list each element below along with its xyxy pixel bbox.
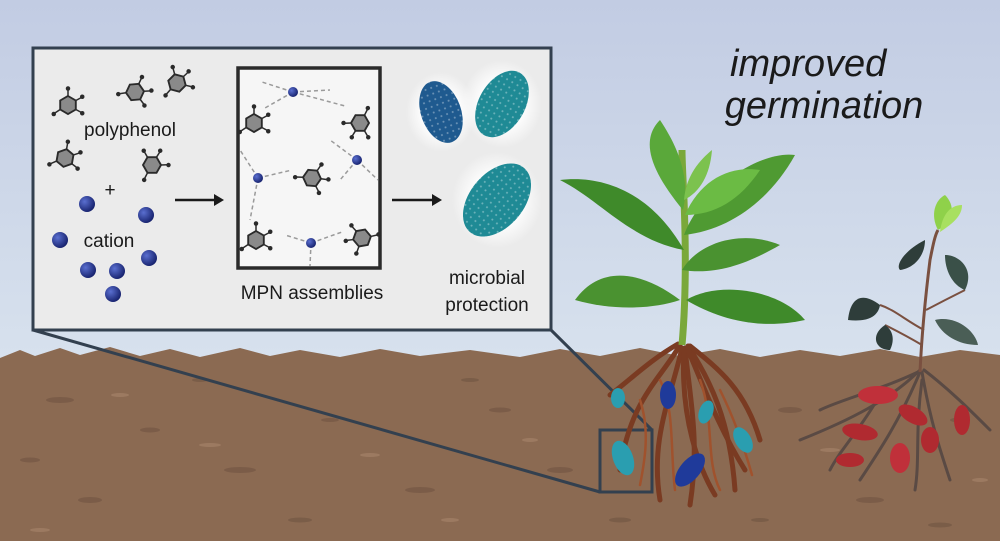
leaf [684, 150, 712, 200]
mpn-assemblies-label: MPN assemblies [240, 283, 384, 304]
coated-microbe [675, 453, 705, 487]
diseased-roots [798, 368, 992, 492]
microbial-label: microbial [448, 268, 526, 289]
arrow-to-assembly [175, 194, 224, 206]
protection-label: protection [445, 295, 529, 316]
cation-label: cation [83, 231, 135, 252]
plus-sign: + [104, 180, 116, 201]
mpn-assembly-network [236, 66, 384, 270]
coated-microbes [406, 60, 542, 248]
leaf [575, 275, 680, 308]
coated-microbe [660, 381, 676, 409]
healthy-plant [560, 120, 805, 508]
coated-microbe [733, 427, 753, 453]
healthy-stem [678, 149, 689, 346]
pathogens [836, 386, 970, 473]
leaf [682, 238, 780, 272]
arrow-to-protection [392, 194, 442, 206]
soil-highlights [30, 393, 988, 532]
cation-spheres [52, 196, 157, 302]
coated-microbe [611, 388, 625, 408]
cation-sphere [141, 250, 157, 266]
cation-sphere [105, 286, 121, 302]
wilted-leaf [935, 319, 978, 345]
coated-microbe [611, 440, 635, 476]
healthy-leaves [560, 120, 805, 324]
wilted-leaf [898, 240, 925, 270]
cation-sphere [80, 262, 96, 278]
leaf [649, 120, 686, 210]
pathogen [858, 386, 898, 404]
leaf [686, 289, 805, 324]
leaf [685, 169, 760, 215]
pathogen [898, 404, 928, 426]
soil [0, 347, 1000, 541]
cation-sphere [109, 263, 125, 279]
sprout-leaf [940, 205, 962, 232]
pathogen [954, 405, 970, 435]
cation-sphere [138, 207, 154, 223]
wilted-leaf [875, 325, 893, 350]
diseased-leaves [848, 195, 978, 350]
leaf [684, 154, 795, 235]
title-line-2: germination [724, 85, 924, 127]
title-line-1: improved [730, 43, 887, 85]
polyphenol-label: polyphenol [84, 120, 176, 141]
coated-microbe [698, 400, 714, 424]
diseased-stem [918, 229, 940, 373]
cation-sphere [79, 196, 95, 212]
root-microbes [611, 381, 753, 487]
wilted-leaf [945, 255, 969, 290]
pathogen [842, 423, 878, 441]
wilted-leaf [848, 297, 880, 321]
cation-sphere [52, 232, 68, 248]
pathogen [836, 453, 864, 467]
leaf [560, 179, 684, 250]
pathogen [890, 443, 910, 473]
diseased-plant [798, 195, 992, 492]
pathogen [921, 427, 939, 453]
